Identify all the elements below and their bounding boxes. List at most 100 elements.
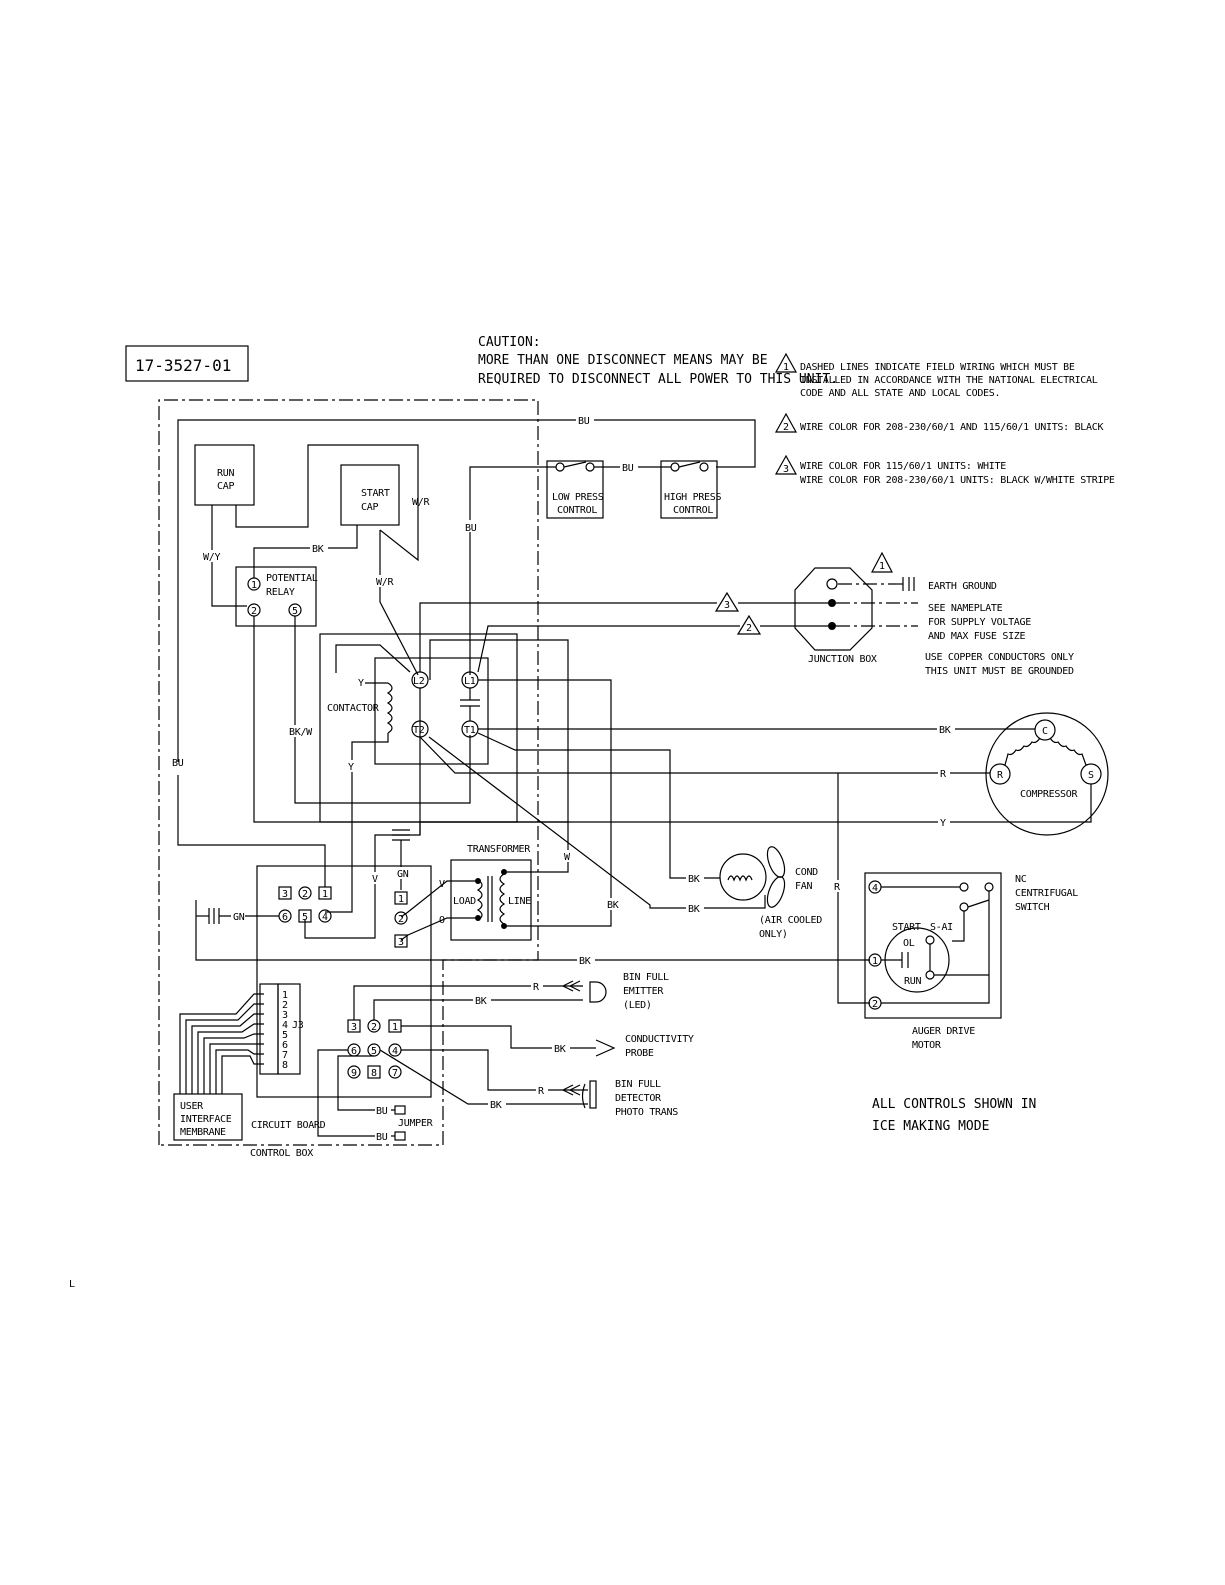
svg-text:2: 2 — [872, 999, 878, 1010]
svg-text:V: V — [439, 879, 445, 890]
svg-text:3: 3 — [282, 889, 288, 900]
svg-text:1: 1 — [879, 561, 885, 572]
bin-detector-label2: DETECTOR — [615, 1093, 662, 1104]
note1-line3: CODE AND ALL STATE AND LOCAL CODES. — [800, 388, 1000, 399]
circuit-board-label: CIRCUIT BOARD — [251, 1120, 326, 1131]
svg-text:L2: L2 — [413, 676, 425, 687]
bin-detector-label1: BIN FULL — [615, 1079, 661, 1090]
bin-detector-label3: PHOTO TRANS — [615, 1107, 678, 1118]
bu-press-label: BU — [622, 463, 634, 474]
y-label: Y — [348, 762, 354, 773]
svg-text:6: 6 — [282, 1040, 288, 1051]
bu-left-label: BU — [172, 758, 184, 769]
svg-text:R: R — [997, 770, 1004, 781]
svg-text:2: 2 — [746, 623, 752, 634]
bu-left-wire — [177, 775, 326, 887]
nc-switch-label1: NC — [1015, 874, 1027, 885]
bk-transformer-wire — [504, 870, 612, 927]
cond-fan-label2: FAN — [795, 881, 812, 892]
bu-top-label: BU — [578, 416, 590, 427]
circuit-board — [256, 865, 432, 1098]
nameplate-line1: SEE NAMEPLATE — [928, 603, 1003, 614]
potential-relay-label2: RELAY — [266, 587, 295, 598]
conductivity-label1: CONDUCTIVITY — [625, 1034, 694, 1045]
note2-number: 2 — [783, 422, 789, 433]
low-press-control — [546, 460, 604, 519]
s-ai-label: S-AI — [930, 922, 953, 933]
drawing-number-box — [125, 345, 249, 382]
all-controls-line1: ALL CONTROLS SHOWN IN — [872, 1097, 1036, 1112]
transformer — [450, 859, 532, 941]
cond-fan-label1: COND — [795, 867, 818, 878]
note1-number: 1 — [783, 362, 789, 373]
y-comp-wire — [419, 784, 1092, 835]
run-cap-label2: CAP — [217, 481, 234, 492]
run-cap-label1: RUN — [217, 468, 234, 479]
control-box-label: CONTROL BOX — [250, 1148, 313, 1159]
corner-mark: L — [69, 1279, 75, 1290]
ui-label1: USER — [180, 1101, 204, 1112]
bk-fan-wire1 — [477, 732, 720, 879]
note1-line2: INSTALLED IN ACCORDANCE WITH THE NATIONA… — [800, 375, 1098, 386]
junction-box-label: JUNCTION BOX — [808, 654, 877, 665]
contactor-label: CONTACTOR — [327, 703, 380, 714]
svg-text:4: 4 — [392, 1046, 398, 1057]
svg-text:9: 9 — [351, 1068, 357, 1079]
r-emitter-wire — [353, 985, 583, 1020]
all-controls-line2: ICE MAKING MODE — [872, 1119, 989, 1134]
high-press-label2: CONTROL — [673, 505, 713, 516]
contactor-outer — [319, 633, 518, 823]
svg-text:GN: GN — [397, 869, 409, 880]
v-wire — [304, 688, 421, 939]
copper-line1: USE COPPER CONDUCTORS ONLY — [925, 652, 1074, 663]
svg-text:O: O — [439, 915, 445, 926]
bin-emitter-label3: (LED) — [623, 1000, 652, 1011]
svg-text:2: 2 — [251, 606, 257, 617]
relay2-wire — [253, 616, 569, 823]
transformer-secondary-coil — [499, 873, 506, 925]
wire-note2-triangle-icon — [736, 614, 762, 635]
note3-number: 3 — [783, 464, 789, 475]
fan-motor-winding-icon — [727, 875, 753, 882]
svg-text:BK: BK — [579, 956, 591, 967]
svg-text:S: S — [1088, 770, 1094, 781]
junction-box — [794, 567, 873, 651]
wire-note3-triangle-icon — [714, 591, 740, 612]
bin-emitter-label1: BIN FULL — [623, 972, 669, 983]
svg-text:Y: Y — [358, 678, 364, 689]
compressor-label: COMPRESSOR — [1020, 789, 1078, 800]
svg-text:8: 8 — [371, 1068, 377, 1079]
bk-relay-label: BK — [312, 544, 324, 555]
user-interface-membrane — [173, 1093, 243, 1141]
bk-comp-label: BK — [939, 725, 951, 736]
drawing-number: 17-3527-01 — [135, 356, 231, 375]
bk-fan-wire2 — [428, 736, 766, 909]
r-comp-wire — [419, 736, 990, 774]
air-cooled-label1: (AIR COOLED — [759, 915, 822, 926]
ui-label3: MEMBRANE — [180, 1127, 226, 1138]
compressor — [985, 712, 1109, 836]
high-press-label1: HIGH PRESS — [664, 492, 721, 503]
auger-label1: AUGER DRIVE — [912, 1026, 975, 1037]
start-cap-label2: CAP — [361, 502, 378, 513]
nameplate-line3: AND MAX FUSE SIZE — [928, 631, 1026, 642]
bu-top-wire — [177, 419, 756, 762]
potential-relay — [235, 566, 317, 627]
cond-fan — [719, 853, 767, 901]
note3-line2: WIRE COLOR FOR 208-230/60/1 UNITS: BLACK… — [800, 475, 1115, 486]
svg-text:4: 4 — [322, 912, 328, 923]
jumper-label: JUMPER — [398, 1118, 434, 1129]
r-auger-wire — [837, 790, 870, 1004]
caution-title: CAUTION: — [478, 335, 541, 350]
run-cap — [194, 444, 255, 506]
bk-detector-wire — [379, 1049, 588, 1105]
bkw-wire — [294, 616, 471, 804]
svg-text:2: 2 — [302, 889, 308, 900]
bu-jumper-wire2 — [337, 1055, 395, 1111]
led-emitter-icon — [589, 981, 607, 1003]
svg-text:BU: BU — [376, 1132, 388, 1143]
y-comp-label: Y — [940, 818, 946, 829]
svg-text:GN: GN — [233, 912, 245, 923]
note2-triangle-icon — [774, 412, 798, 433]
svg-text:BK: BK — [688, 904, 700, 915]
